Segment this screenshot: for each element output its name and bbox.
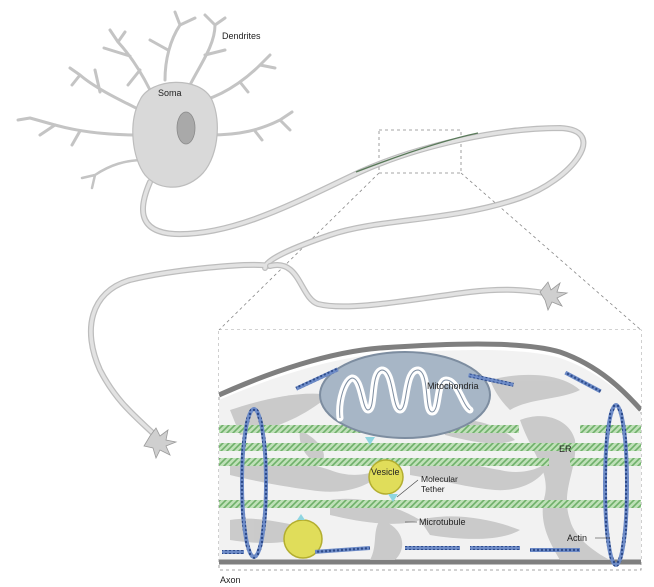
actin-rings [240, 403, 629, 567]
molecular-tether [388, 494, 398, 502]
dendrites [16, 10, 294, 190]
actin-label: Actin [567, 533, 587, 543]
dendrites-label: Dendrites [222, 31, 261, 41]
er-label: ER [559, 444, 572, 454]
axon-highlight [355, 132, 479, 173]
molecular-tether-label-line1: Molecular [421, 474, 458, 484]
axon-terminal-right [539, 281, 569, 312]
microtubule [219, 500, 641, 508]
mito-tether [365, 437, 375, 445]
mitochondria-label: Mitochondria [427, 381, 479, 391]
soma [132, 81, 218, 188]
axon [87, 124, 587, 443]
vesicle-label: Vesicle [371, 467, 400, 477]
microtubule [219, 443, 641, 451]
actin-filaments [222, 367, 602, 554]
mitochondria [319, 351, 491, 439]
vesicle [368, 459, 404, 495]
soma-label: Soma [158, 88, 182, 98]
endoplasmic-reticulum [230, 374, 610, 560]
microtubule [580, 425, 641, 433]
microtubule-label: Microtubule [419, 517, 466, 527]
nucleus [176, 111, 196, 145]
axon-zoom-region [378, 129, 462, 174]
vesicle-lower-tether [297, 514, 305, 520]
axon-terminal-left [143, 427, 178, 460]
molecular-tether-label-line2: Tether [421, 484, 445, 494]
axon-label: Axon [220, 575, 241, 585]
zoom-panel [219, 330, 641, 567]
